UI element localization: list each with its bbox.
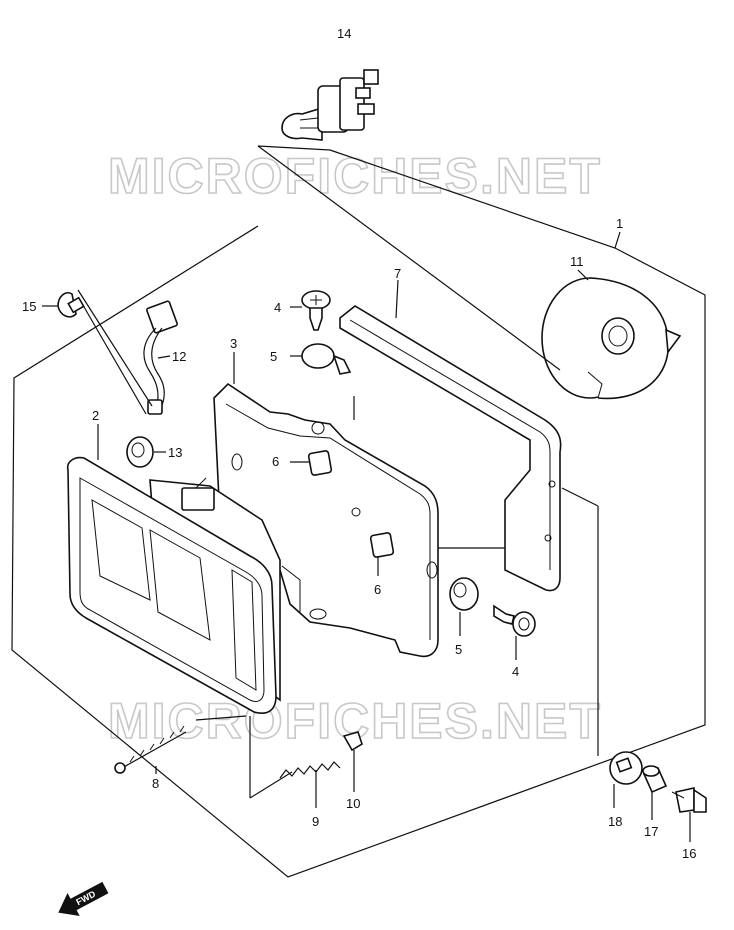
callout-14: 14 bbox=[337, 26, 351, 41]
clip-upper bbox=[307, 450, 333, 476]
callout-17: 17 bbox=[644, 824, 658, 839]
headlight-unit bbox=[66, 456, 281, 714]
callout-13: 13 bbox=[168, 445, 182, 460]
watermark-top: MICROFICHES.NET bbox=[108, 148, 602, 204]
assembly-outline bbox=[11, 145, 706, 878]
housing-bracket bbox=[339, 305, 562, 592]
callout-3: 3 bbox=[230, 336, 237, 351]
callout-4-upper: 4 bbox=[274, 300, 281, 315]
callout-5-lower: 5 bbox=[455, 642, 462, 657]
callout-6-upper: 6 bbox=[272, 454, 279, 469]
position-bulb bbox=[57, 291, 85, 318]
grommet bbox=[126, 436, 154, 468]
callout-9: 9 bbox=[312, 814, 319, 829]
callout-1: 1 bbox=[616, 216, 623, 231]
callout-4-lower: 4 bbox=[512, 664, 519, 679]
clip-lower bbox=[369, 532, 395, 558]
headlight-bulb bbox=[281, 69, 379, 141]
callout-15: 15 bbox=[22, 299, 36, 314]
damper-upper bbox=[301, 343, 352, 375]
adjusting-screw bbox=[114, 725, 187, 774]
callout-2: 2 bbox=[92, 408, 99, 423]
callout-11: 11 bbox=[570, 254, 584, 269]
nut-clip bbox=[342, 731, 363, 752]
callout-16: 16 bbox=[682, 846, 696, 861]
callout-10: 10 bbox=[346, 796, 360, 811]
callout-5-upper: 5 bbox=[270, 349, 277, 364]
callout-12: 12 bbox=[172, 349, 186, 364]
wiring-harness bbox=[143, 300, 178, 415]
mounting-frame bbox=[213, 382, 439, 658]
screw-upper bbox=[301, 290, 331, 331]
callout-7: 7 bbox=[394, 266, 401, 281]
leader-lines bbox=[42, 145, 691, 842]
callout-18: 18 bbox=[608, 814, 622, 829]
collar bbox=[642, 765, 668, 794]
bulb-socket-cover bbox=[541, 277, 682, 400]
fwd-arrow: FWD bbox=[58, 881, 109, 916]
adjuster-spring bbox=[279, 761, 341, 779]
callout-8: 8 bbox=[152, 776, 159, 791]
screw-lower bbox=[493, 604, 536, 637]
washer bbox=[609, 751, 643, 785]
callouts: 14 1 11 7 15 4 3 12 5 2 13 6 6 5 4 8 10 … bbox=[22, 26, 696, 861]
mounting-bolt bbox=[671, 787, 707, 813]
damper-lower bbox=[449, 577, 479, 611]
callout-6-lower: 6 bbox=[374, 582, 381, 597]
